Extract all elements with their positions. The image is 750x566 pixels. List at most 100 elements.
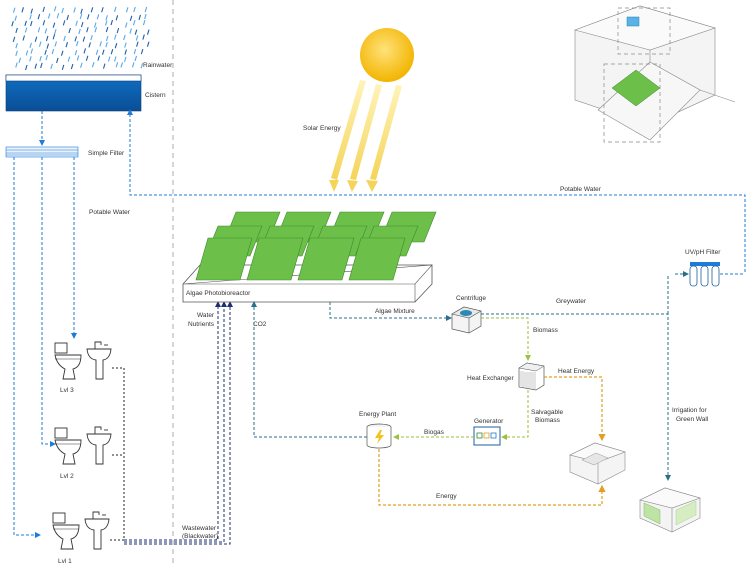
raindrop [105,42,108,48]
raindrop [18,57,22,63]
raindrop [123,56,127,63]
heat-energy-flow [544,376,606,442]
algae-panels [195,211,437,281]
raindrop [136,41,139,47]
raindrop [60,50,64,56]
raindrop [102,63,106,69]
raindrop [12,7,16,13]
heat-energy-label: Heat Energy [558,368,595,375]
energy-label: Energy [436,493,457,500]
raindrop [15,27,18,34]
centrifuge-label: Centrifuge [456,295,486,302]
raindrop [75,40,79,47]
raindrop [86,14,90,20]
toilet-sink-fixture [52,511,110,550]
greywater-label: Greywater [556,298,587,305]
raindrop [52,22,56,28]
cistern [5,74,142,112]
raindrop [78,28,81,35]
simple-filter-label: Simple Filter [88,150,125,157]
raindrop [30,48,34,54]
raindrop [134,55,138,62]
algae-mixture-flow [329,302,452,321]
raindrop [12,36,16,43]
raindrop [66,14,70,21]
raindrop [124,49,127,55]
raindrop [73,7,76,13]
raindrop [44,28,48,34]
algae-panel [297,237,355,281]
raindrop [80,62,83,68]
toilet-sink-fixture [54,426,112,465]
raindrop [61,64,65,71]
sun [360,28,414,82]
raindrop [124,22,128,28]
raindrop [44,49,47,55]
nutrients-label: Nutrients [188,321,215,328]
raindrop [74,49,78,56]
simple-filter [5,146,79,158]
raindrop [114,34,117,40]
raindrop [51,48,55,55]
energy-flow [378,449,606,506]
raindrop [105,26,109,33]
raindrop [101,49,105,55]
energy-plant-label: Energy Plant [359,411,396,418]
raindrop [88,42,91,48]
raindrop [90,7,94,13]
raindrop [61,7,64,14]
raindrop [76,55,80,61]
raindrop [133,6,136,13]
raindrop [85,55,89,61]
raindrop [110,49,114,55]
raindrop [30,20,33,27]
raindrop [105,35,109,42]
blackwater-label: (Blackwater) [182,533,218,540]
co2-return-flow [251,301,367,438]
raindrop [80,8,83,14]
raindrop [45,54,48,61]
raindrop [42,6,45,13]
lvl3-label: Lvl 3 [60,387,74,394]
raindrop [110,19,114,26]
raindrop [34,36,38,42]
raindrop [138,14,142,21]
raindrop [105,15,108,21]
raindrop [50,63,53,70]
raindrop [39,55,42,62]
co2-label: CO2 [253,321,267,328]
raindrop [120,62,124,68]
raindrop [15,62,18,68]
raindrop [14,15,18,21]
raindrop [68,27,71,34]
raindrop [90,34,93,41]
raindrop [62,20,66,26]
raindrop [52,34,56,40]
raindrop [82,36,86,42]
rain-streaks [11,6,150,71]
raindrop [15,50,18,57]
wastewater-label: Wastewater [182,525,217,532]
raindrop [53,6,57,12]
raindrop [29,56,32,62]
raindrop [95,49,99,55]
uv-ph-filter [689,262,720,287]
fixtures-group [52,341,112,550]
raindrop [129,15,133,21]
raindrop [70,63,74,70]
raindrop [11,21,14,27]
solar-rays [329,80,402,192]
raindrop [125,7,129,13]
raindrop [37,27,41,33]
lvl1-label: Lvl 1 [58,558,72,565]
raindrop [116,27,120,34]
raindrop [142,34,145,40]
raindrop [38,41,42,47]
heat-exchanger [518,362,545,391]
flow-to-lvl2 [41,157,56,447]
raindrop [25,50,29,56]
algae-panel [348,237,406,281]
raindrop [74,36,78,42]
wastewater-to-reactor-3 [124,301,233,545]
raindrop [114,6,117,13]
